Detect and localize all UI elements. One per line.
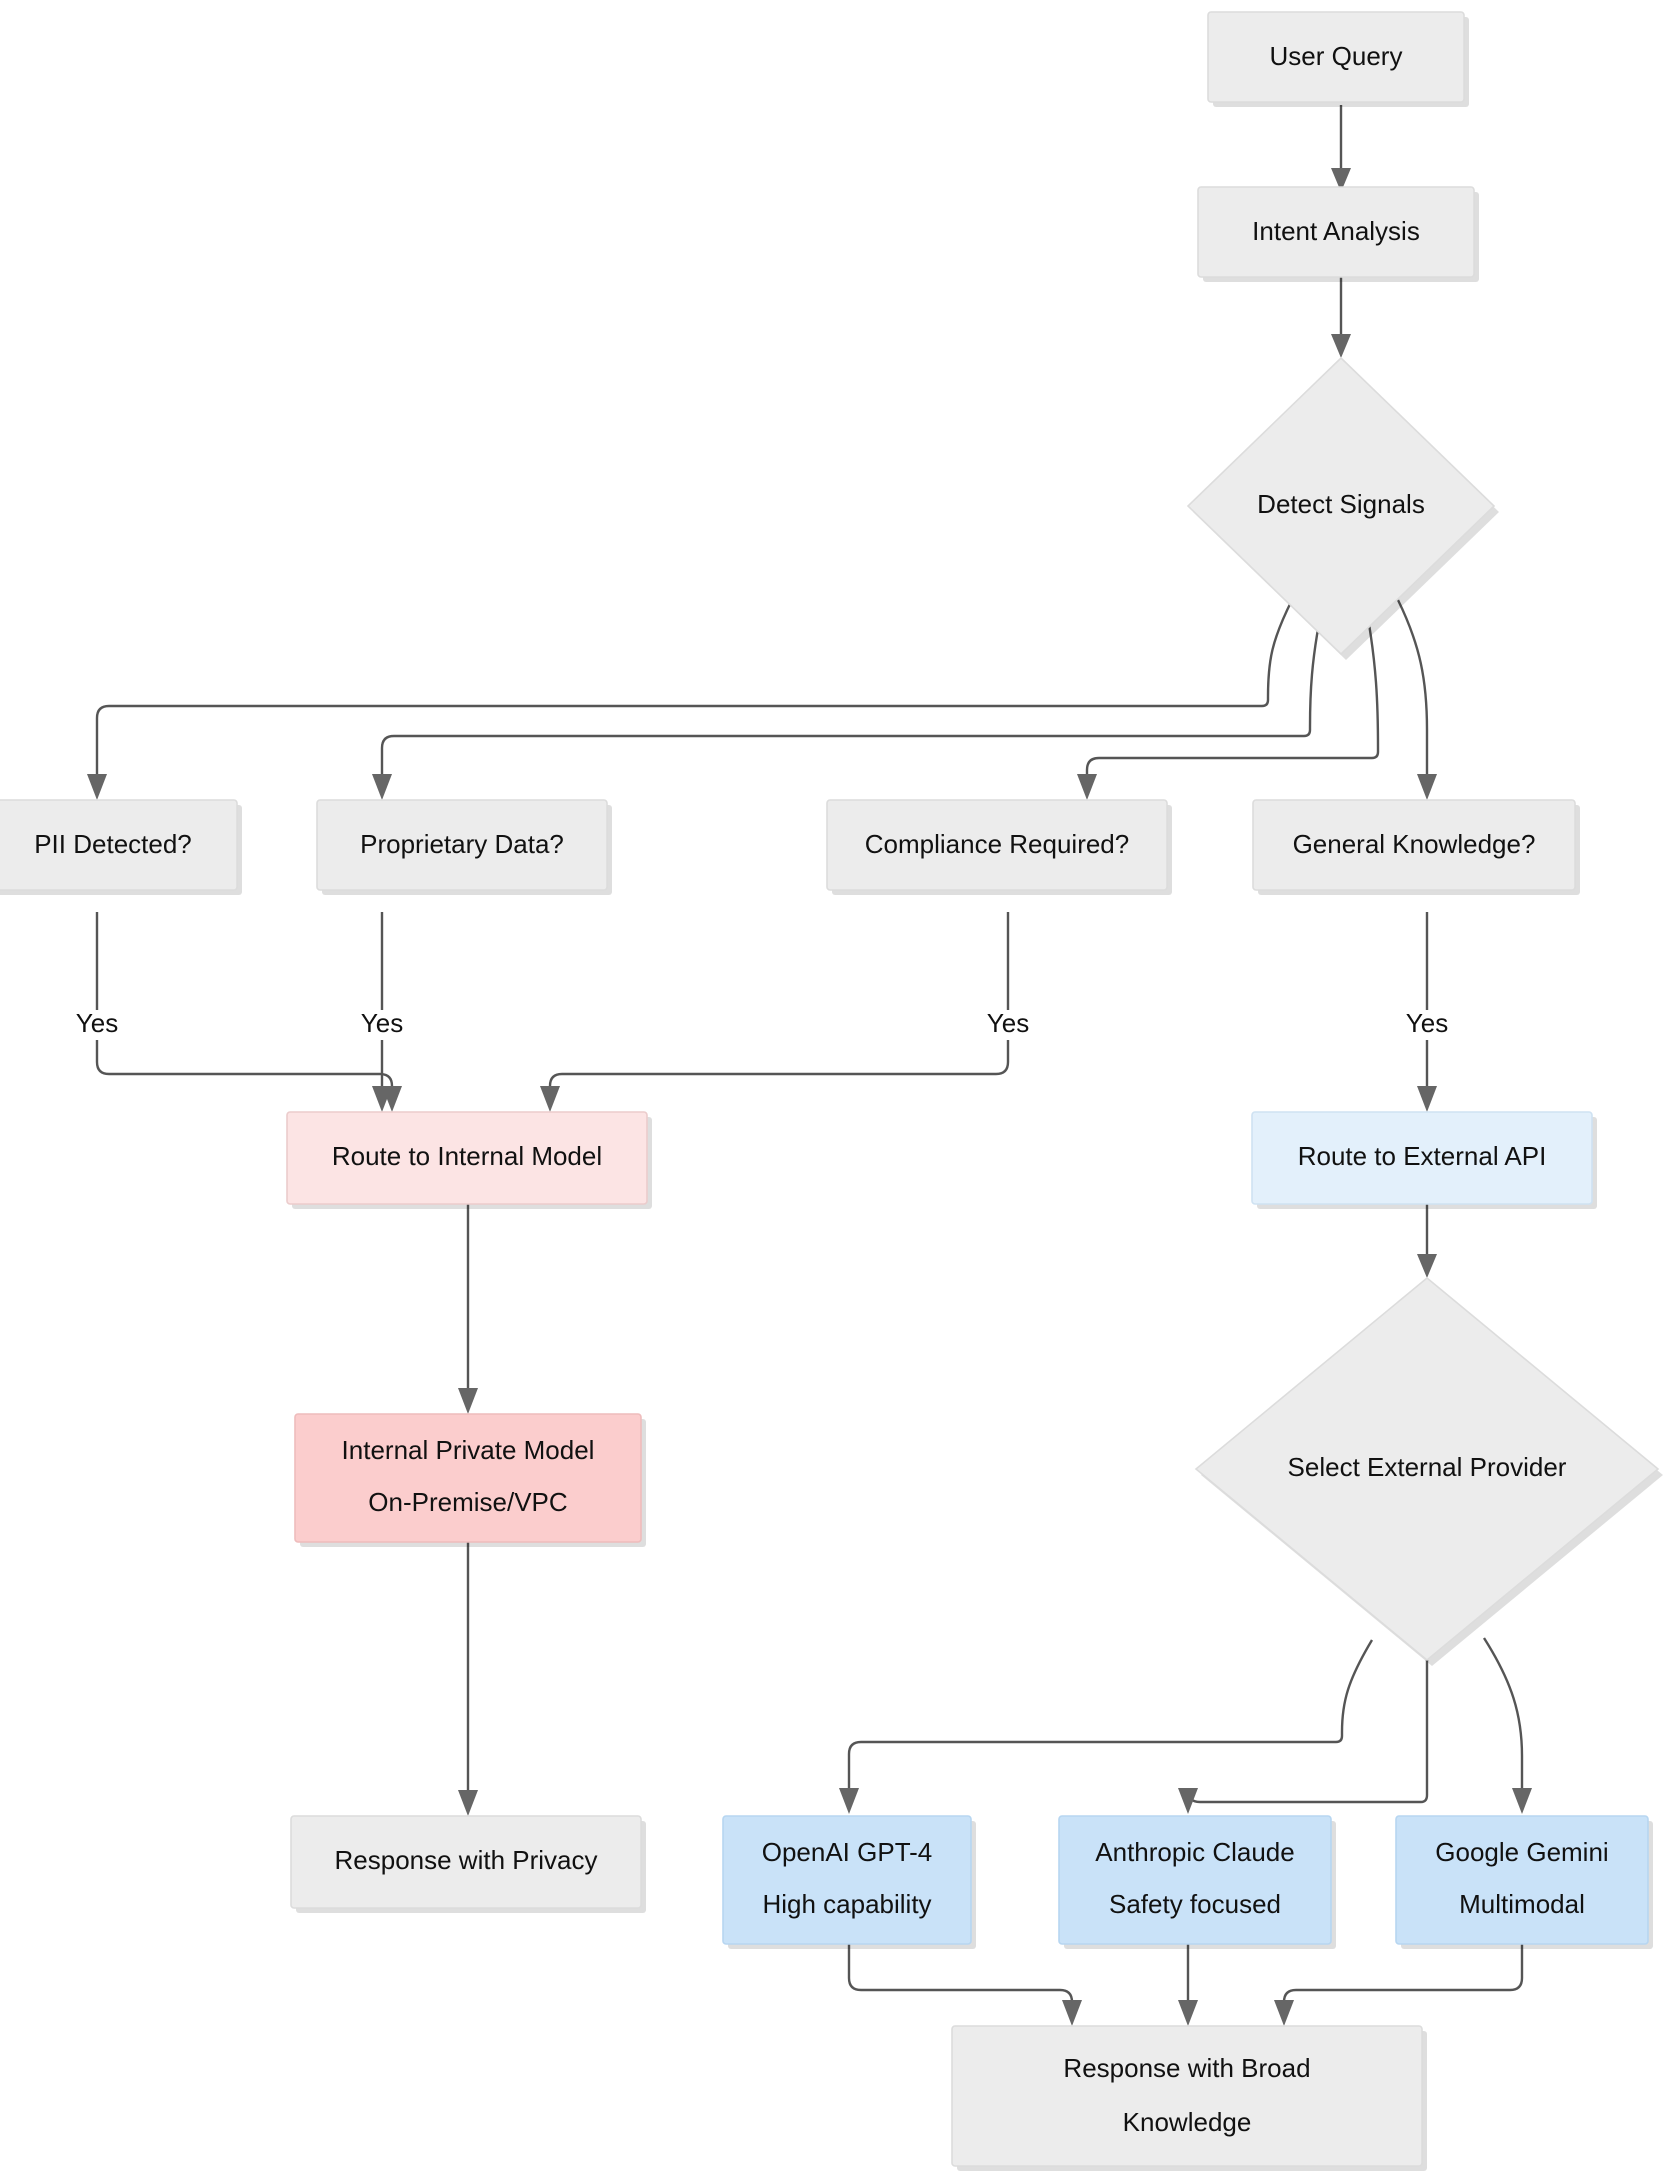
anthropic-claude-label-line1: Anthropic Claude bbox=[1095, 1837, 1294, 1867]
node-intent-analysis[interactable]: Intent Analysis bbox=[1197, 186, 1479, 282]
node-response-privacy[interactable]: Response with Privacy bbox=[290, 1815, 646, 1913]
proprietary-data-label: Proprietary Data? bbox=[360, 829, 564, 859]
detect-signals-diamond[interactable] bbox=[1186, 356, 1496, 656]
google-gemini-box[interactable] bbox=[1395, 1815, 1649, 1945]
response-privacy-label: Response with Privacy bbox=[335, 1845, 598, 1875]
edge-select-provider-to-anthropic bbox=[1178, 1660, 1429, 1814]
route-external-label: Route to External API bbox=[1298, 1141, 1547, 1171]
node-proprietary-data[interactable]: Proprietary Data? bbox=[316, 799, 612, 895]
edge-label-proprietary-yes: Yes bbox=[361, 1008, 403, 1038]
edge-proprietary-data-to-route-internal: Yes bbox=[361, 912, 403, 1112]
proprietary-data-box[interactable] bbox=[316, 799, 608, 891]
response-broad-label-line2: Knowledge bbox=[1123, 2107, 1252, 2137]
node-anthropic-claude[interactable]: Anthropic Claude Safety focused bbox=[1058, 1815, 1336, 1949]
user-query-label: User Query bbox=[1270, 41, 1403, 71]
openai-gpt4-label-line1: OpenAI GPT-4 bbox=[762, 1837, 933, 1867]
edge-route-internal-to-private-model bbox=[458, 1200, 478, 1414]
anthropic-claude-box[interactable] bbox=[1058, 1815, 1332, 1945]
google-gemini-label-line1: Google Gemini bbox=[1435, 1837, 1608, 1867]
pii-detected-box[interactable] bbox=[0, 799, 238, 891]
internal-private-model-label-line1: Internal Private Model bbox=[342, 1435, 595, 1465]
intent-analysis-box[interactable] bbox=[1197, 186, 1475, 278]
openai-gpt4-box[interactable] bbox=[722, 1815, 972, 1945]
edge-select-provider-to-openai bbox=[839, 1639, 1374, 1814]
general-knowledge-box[interactable] bbox=[1252, 799, 1576, 891]
response-broad-label-line1: Response with Broad bbox=[1063, 2053, 1310, 2083]
edge-select-provider-to-gemini bbox=[1482, 1637, 1532, 1814]
response-broad-box[interactable] bbox=[951, 2025, 1423, 2167]
node-user-query[interactable]: User Query bbox=[1207, 11, 1469, 107]
edge-detect-signals-to-proprietary-data bbox=[372, 617, 1322, 800]
internal-private-model-box[interactable] bbox=[294, 1413, 642, 1543]
openai-gpt4-label-line2: High capability bbox=[762, 1889, 931, 1919]
node-compliance-required[interactable]: Compliance Required? bbox=[826, 799, 1172, 895]
edge-general-knowledge-to-route-external: Yes bbox=[1406, 912, 1448, 1112]
edge-pii-detected-to-route-internal: Yes bbox=[76, 912, 402, 1112]
route-internal-box[interactable] bbox=[286, 1111, 648, 1205]
node-openai-gpt4[interactable]: OpenAI GPT-4 High capability bbox=[722, 1815, 976, 1949]
node-route-external[interactable]: Route to External API bbox=[1251, 1111, 1597, 1209]
detect-signals-label: Detect Signals bbox=[1257, 489, 1425, 519]
edge-user-query-to-intent-analysis bbox=[1331, 105, 1351, 192]
google-gemini-label-line2: Multimodal bbox=[1459, 1889, 1585, 1919]
anthropic-claude-label-line2: Safety focused bbox=[1109, 1889, 1281, 1919]
edge-compliance-required-to-route-internal: Yes bbox=[540, 912, 1029, 1112]
edge-gemini-to-response-broad bbox=[1274, 1920, 1524, 2026]
node-route-internal[interactable]: Route to Internal Model bbox=[286, 1111, 652, 1209]
compliance-required-box[interactable] bbox=[826, 799, 1168, 891]
edge-layer: Yes Yes Yes Yes bbox=[76, 105, 1532, 2026]
node-google-gemini[interactable]: Google Gemini Multimodal bbox=[1395, 1815, 1653, 1949]
edge-route-external-to-select-provider bbox=[1417, 1200, 1437, 1278]
node-pii-detected[interactable]: PII Detected? bbox=[0, 799, 242, 895]
user-query-box[interactable] bbox=[1207, 11, 1465, 103]
select-provider-diamond[interactable] bbox=[1194, 1276, 1660, 1662]
edge-private-model-to-response-privacy bbox=[458, 1530, 478, 1816]
route-internal-label: Route to Internal Model bbox=[332, 1141, 602, 1171]
compliance-required-label: Compliance Required? bbox=[865, 829, 1129, 859]
edge-detect-signals-to-pii-detected bbox=[87, 599, 1294, 800]
node-internal-private-model[interactable]: Internal Private Model On-Premise/VPC bbox=[294, 1413, 646, 1547]
intent-analysis-label: Intent Analysis bbox=[1252, 216, 1420, 246]
edge-label-general-yes: Yes bbox=[1406, 1008, 1448, 1038]
select-provider-label: Select External Provider bbox=[1288, 1452, 1567, 1482]
node-response-broad[interactable]: Response with Broad Knowledge bbox=[951, 2025, 1427, 2171]
response-privacy-box[interactable] bbox=[290, 1815, 642, 1909]
node-select-provider[interactable]: Select External Provider bbox=[1194, 1276, 1663, 1666]
edge-label-pii-yes: Yes bbox=[76, 1008, 118, 1038]
node-general-knowledge[interactable]: General Knowledge? bbox=[1252, 799, 1580, 895]
pii-detected-label: PII Detected? bbox=[34, 829, 192, 859]
edge-detect-signals-to-general-knowledge bbox=[1396, 599, 1437, 800]
edge-label-compliance-yes: Yes bbox=[987, 1008, 1029, 1038]
route-external-box[interactable] bbox=[1251, 1111, 1593, 1205]
edge-detect-signals-to-compliance-required bbox=[1077, 617, 1380, 800]
edge-openai-to-response-broad bbox=[847, 1920, 1082, 2026]
internal-private-model-label-line2: On-Premise/VPC bbox=[368, 1487, 567, 1517]
node-detect-signals[interactable]: Detect Signals bbox=[1186, 356, 1499, 660]
edge-intent-analysis-to-detect-signals bbox=[1331, 277, 1351, 358]
general-knowledge-label: General Knowledge? bbox=[1293, 829, 1536, 859]
node-layer: User Query Intent Analysis Detect Signal… bbox=[0, 11, 1663, 2171]
